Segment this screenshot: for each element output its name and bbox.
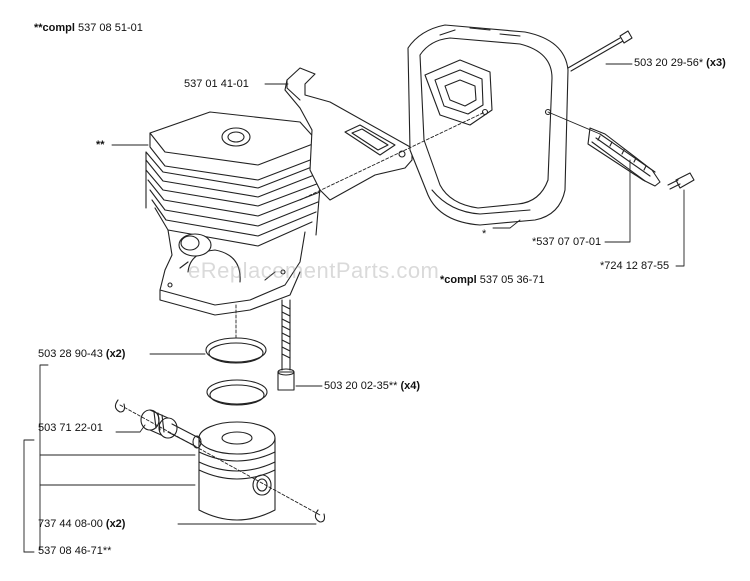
ring-qty: (x2) [102,348,126,360]
muffler-bolt-drawing [567,30,633,72]
leader-lines [23,63,685,553]
bolt-part-label: 503 20 29-56* (x3) [634,57,726,69]
cylinder-screw-qty: (x4) [397,380,421,392]
circlip-qty: (x2) [102,518,126,530]
compl-top-label: **compl 537 08 51-01 [34,22,143,34]
cylinder-screw-drawing [277,299,295,391]
circlip-part-label: 737 44 08-00 (x2) [38,518,125,530]
screw-drawing [667,172,695,190]
bearing-part-label: 503 71 22-01 [38,422,103,434]
needle-bearing-drawing [140,409,178,439]
cylinder-mark: ** [96,139,105,151]
compl-top-number: 537 08 51-01 [74,22,143,34]
piston-part-label: 537 08 46-71** [38,545,112,557]
cylinder-mark-label: ** [96,139,105,151]
plate-part-label: *537 07 07-01 [532,236,602,248]
muffler-drawing [407,24,569,226]
circlip-part-number: 737 44 08-00 [38,518,103,530]
muffler-mark-label: * [482,228,487,240]
cylinder-screw-part-number: 503 20 02-35** [324,380,398,392]
bolt-part-number: 503 20 29-56* [634,57,704,69]
cylinder-drawing [145,111,323,316]
compl-mid-number: 537 05 36-71 [476,274,545,286]
compl-top-prefix: **compl [34,22,75,34]
cooling-plate-drawing [587,127,661,187]
piston-rings-drawing [205,337,268,406]
cylinder-screw-part-label: 503 20 02-35** (x4) [324,380,420,392]
bracket-gasket-drawing [284,67,413,201]
screw-part-label: *724 12 87-55 [600,260,670,272]
compl-mid-label: *compl 537 05 36-71 [440,274,545,286]
watermark-text: eReplacementParts.com [188,258,440,283]
compl-mid-prefix: *compl [440,274,477,286]
ring-part-number: 503 28 90-43 [38,348,103,360]
bracket-part-label: 537 01 41-01 [184,78,249,90]
ring-part-label: 503 28 90-43 (x2) [38,348,125,360]
piston-drawing [198,421,276,521]
bolt-qty: (x3) [703,57,726,69]
